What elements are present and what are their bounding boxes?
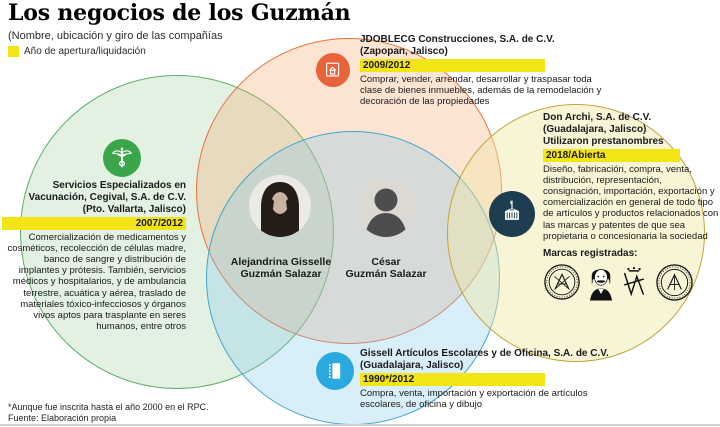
- company-years-highlight: 2018/Abierta: [543, 149, 680, 162]
- circular-seal-icon: [543, 263, 581, 301]
- company-description: Diseño, fabricación, compra, venta, dist…: [543, 164, 719, 242]
- avatar-alejandrina: [249, 175, 311, 237]
- company-name: Servicios Especializados en Vacunación, …: [28, 180, 186, 203]
- trademarks-row: [543, 263, 719, 302]
- yellow-highlight-swatch: [8, 46, 19, 57]
- company-cegival: Servicios Especializados en Vacunación, …: [2, 180, 186, 332]
- company-location: (Guadalajara, Jalisco): [543, 124, 647, 135]
- footnote-asterisk: *Aunque fue inscrita hasta el año 2000 e…: [8, 402, 209, 412]
- company-location: (Guadalajara, Jalisco): [360, 360, 464, 371]
- footnote-source: Fuente: Elaboración propia: [8, 413, 117, 424]
- page-title: Los negocios de los Guzmán: [8, 0, 351, 26]
- house-blueprint-icon: [316, 53, 350, 87]
- avatar-cesar: [357, 179, 415, 237]
- shipping-container-icon: [489, 191, 535, 237]
- label-alejandrina: Alejandrina Gisselle Guzmán Salazar: [230, 256, 332, 281]
- legend: Año de apertura/liquidación: [8, 46, 146, 57]
- circular-seal-icon-2: [655, 263, 694, 302]
- company-name: Gissell Artículos Escolares y de Oficina…: [360, 348, 609, 359]
- caduceus-icon: [103, 139, 141, 177]
- company-note: Utilizaron prestanombres: [543, 136, 664, 147]
- monogram-trademark-icon: [621, 266, 647, 298]
- label-cesar: César Guzmán Salazar: [345, 256, 427, 281]
- footnotes: *Aunque fue inscrita hasta el año 2000 e…: [8, 402, 209, 425]
- company-jdoblecg: JDOBLECG Construcciones, S.A. de C.V. (Z…: [360, 34, 612, 107]
- company-don-archi: Don Archi, S.A. de C.V. (Guadalajara, Ja…: [543, 112, 719, 302]
- company-name: Don Archi, S.A. de C.V.: [543, 112, 652, 123]
- company-years-highlight: 2009/2012: [360, 59, 545, 72]
- trademarks-label: Marcas registradas:: [543, 247, 638, 259]
- notebook-icon: [316, 352, 354, 390]
- legend-label: Año de apertura/liquidación: [24, 46, 146, 57]
- company-years-highlight: 1990*/2012: [360, 373, 545, 386]
- chapo-portrait-icon: [589, 263, 613, 301]
- company-description: Compra, venta, importación y exportación…: [360, 388, 588, 411]
- company-gissell: Gissell Artículos Escolares y de Oficina…: [360, 348, 622, 410]
- company-name: JDOBLECG Construcciones, S.A. de C.V.: [360, 34, 555, 45]
- bottom-divider: [0, 424, 720, 426]
- company-location: (Pto. Vallarta, Jalisco): [82, 204, 186, 215]
- company-location: (Zapopan, Jalisco): [360, 46, 448, 57]
- circle-trademarks: [447, 104, 705, 362]
- page-subtitle: (Nombre, ubicación y giro de las compañí…: [8, 30, 223, 42]
- company-description: Comprar, vender, arrendar, desarrollar y…: [360, 74, 602, 108]
- company-description: Comercialización de medicamentos y cosmé…: [7, 232, 186, 332]
- company-years-highlight: 2007/2012: [2, 217, 186, 230]
